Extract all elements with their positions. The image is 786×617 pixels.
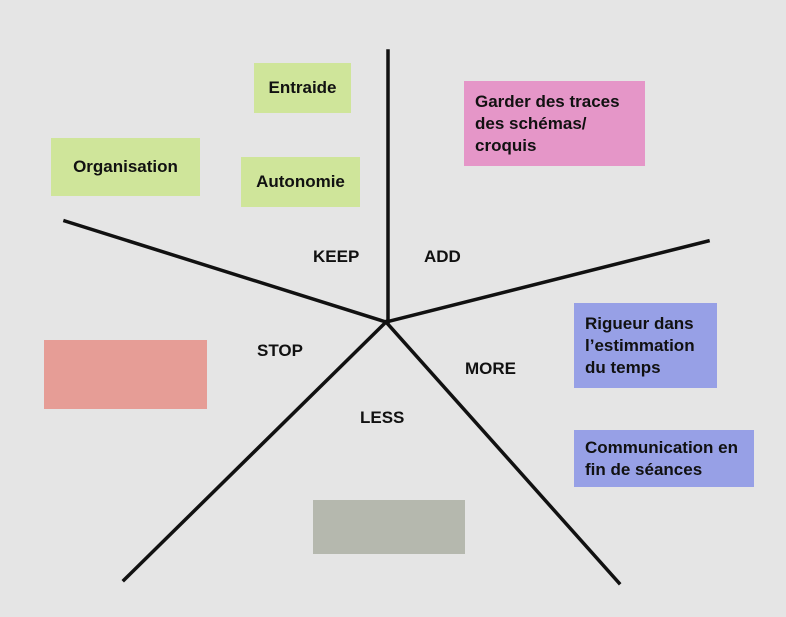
sticky-note-keep[interactable]: Organisation <box>51 138 200 196</box>
sticky-note-more[interactable]: Rigueur dans l’estimmation du temps <box>574 303 717 388</box>
sticky-note-add[interactable]: Garder des traces des schémas/ croquis <box>464 81 645 166</box>
divider-bottom-left <box>121 319 389 583</box>
sticky-note-keep[interactable]: Entraide <box>254 63 351 113</box>
section-label-add: ADD <box>424 247 461 266</box>
section-label-less: LESS <box>360 408 405 427</box>
sticky-note-stop-empty[interactable] <box>44 340 207 409</box>
section-label-more: MORE <box>465 359 516 378</box>
sticky-note-more[interactable]: Communication en fin de séances <box>574 430 754 487</box>
divider-right <box>383 238 711 325</box>
sticky-note-less-empty[interactable] <box>313 500 465 554</box>
divider-bottom-right <box>383 319 622 586</box>
section-label-stop: STOP <box>257 341 303 360</box>
section-label-keep: KEEP <box>313 247 360 266</box>
divider-left <box>62 218 389 325</box>
sticky-note-keep[interactable]: Autonomie <box>241 157 360 207</box>
